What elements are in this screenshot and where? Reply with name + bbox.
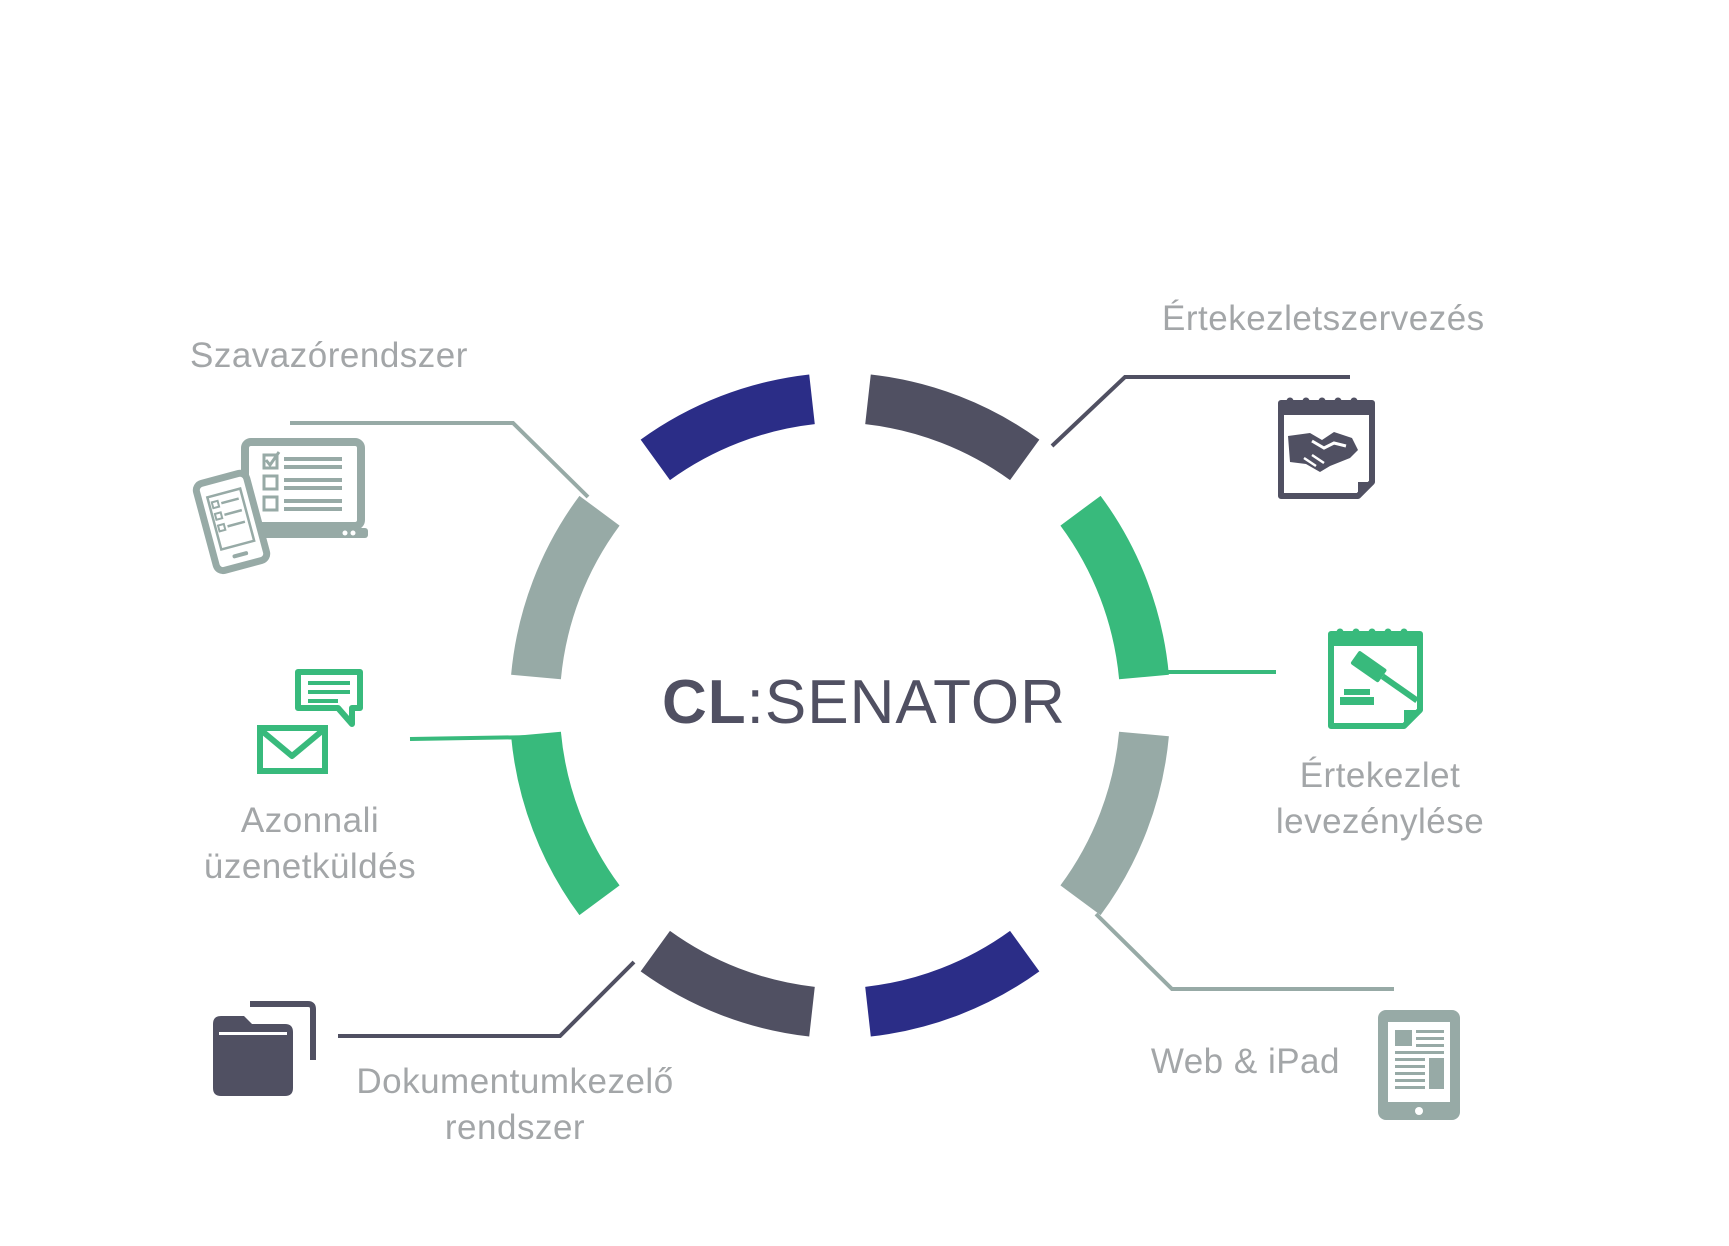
label-line: Értekezletszervezés	[1162, 299, 1485, 338]
label-ertekezlet-levezenylese: Értekezlet levezénylése	[1260, 753, 1500, 845]
label-line: levezénylése	[1275, 802, 1485, 841]
label-dokumentumkezelo-rendszer: Dokumentumkezelő rendszer	[340, 1059, 690, 1151]
connector-dokumentum	[338, 960, 636, 1038]
arc-right-upper	[1060, 495, 1169, 680]
arc-top-left	[640, 374, 816, 481]
label-line: rendszer	[444, 1108, 586, 1147]
connector-azonnali	[409, 735, 537, 741]
label-line: Dokumentumkezelő	[356, 1062, 674, 1101]
connector-ertekezletszervezes	[1050, 375, 1350, 448]
tablet-icon	[1378, 1010, 1460, 1120]
arc-right-lower	[1060, 731, 1169, 916]
message-envelope-icon	[257, 669, 363, 774]
folder-icon	[213, 1001, 316, 1096]
brand-title: CL:SENATOR	[662, 665, 1066, 741]
connector-szavazorendszer	[290, 421, 590, 499]
arc-bottom-right	[864, 930, 1040, 1037]
label-line: Szavazórendszer	[190, 336, 468, 375]
brand-prefix: CL	[662, 668, 747, 737]
arc-bottom-left	[640, 930, 816, 1037]
label-line: üzenetküldés	[203, 847, 417, 886]
label-szavazorendszer: Szavazórendszer	[190, 333, 468, 379]
voting-devices-icon	[192, 438, 368, 575]
gavel-calendar-icon	[1328, 628, 1423, 729]
label-line: Web & iPad	[1150, 1042, 1340, 1081]
arc-top-right	[864, 374, 1040, 481]
brand-suffix: :SENATOR	[746, 668, 1066, 737]
label-web-ipad: Web & iPad	[1100, 1039, 1340, 1085]
label-line: Azonnali	[240, 801, 380, 840]
label-azonnali-uzenetkuldes: Azonnali üzenetküldés	[190, 798, 430, 890]
label-line: Értekezlet	[1299, 756, 1461, 795]
arc-left-lower	[511, 731, 620, 916]
arc-left-upper	[511, 495, 620, 680]
handshake-calendar-icon	[1278, 397, 1375, 499]
label-ertekezletszervezes: Értekezletszervezés	[1162, 296, 1485, 342]
connector-web-ipad	[1094, 912, 1394, 991]
